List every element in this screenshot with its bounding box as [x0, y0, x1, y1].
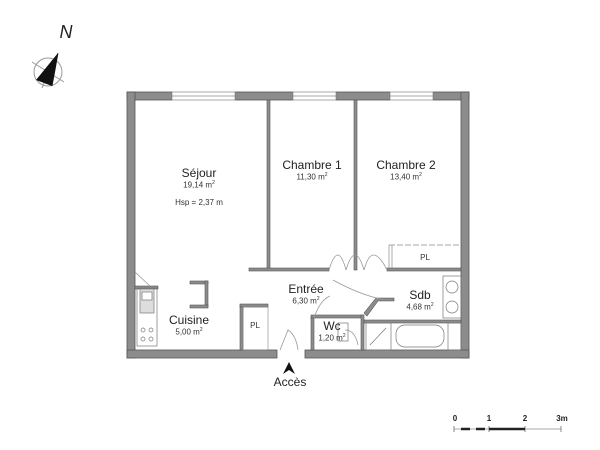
room-name: Séjour [181, 166, 217, 180]
room-area: 19,14 m2 [183, 180, 215, 190]
scale-tick-label: 3m [556, 414, 568, 423]
closet-label: PL [420, 253, 430, 262]
closet-chambre2 [388, 244, 461, 268]
scale-tick-label: 2 [522, 414, 528, 423]
room-area: 6,30 m2 [292, 296, 320, 306]
room-name: Cuisine [168, 313, 210, 327]
north-label: N [59, 22, 73, 42]
scale-tick-label: 0 [452, 414, 458, 423]
room-name: Entrée [288, 282, 324, 296]
room-entree: Entrée 6,30 m2 [288, 282, 323, 306]
interior-walls [134, 99, 462, 351]
room-wc: Wc 1,20 m2 [318, 319, 345, 343]
windows [171, 91, 434, 101]
ceiling-height: Hsp = 2,37 m [175, 197, 223, 207]
room-chambre2: Chambre 2 13,40 m2 [376, 158, 435, 182]
exterior-walls [126, 91, 470, 359]
room-area: 1,20 m2 [318, 333, 346, 343]
door-swings [134, 254, 388, 351]
closet-label: PL [250, 321, 260, 330]
room-area: 11,30 m2 [296, 172, 328, 182]
access-arrow-icon [283, 362, 295, 374]
room-name: Wc [323, 319, 341, 333]
room-name: Sdb [409, 288, 431, 302]
room-sejour: Séjour 19,14 m2 Hsp = 2,37 m [175, 166, 223, 207]
room-area: 13,40 m2 [390, 172, 422, 182]
access-label: Accès [273, 375, 307, 389]
room-area: 5,00 m2 [175, 327, 203, 337]
room-cuisine: Cuisine 5,00 m2 [169, 313, 209, 337]
scale-tick-label: 1 [486, 414, 492, 423]
room-sdb: Sdb 4,68 m2 [406, 288, 433, 312]
room-area: 4,68 m2 [406, 302, 434, 312]
room-chambre1: Chambre 1 11,30 m2 [282, 158, 341, 182]
room-name: Chambre 2 [376, 158, 436, 172]
kitchen-fixtures [136, 287, 158, 347]
bathroom-fixtures [337, 275, 462, 351]
room-name: Chambre 1 [282, 158, 342, 172]
compass-icon [31, 52, 65, 89]
closet-entry [242, 306, 269, 351]
scale-bar [453, 426, 562, 432]
